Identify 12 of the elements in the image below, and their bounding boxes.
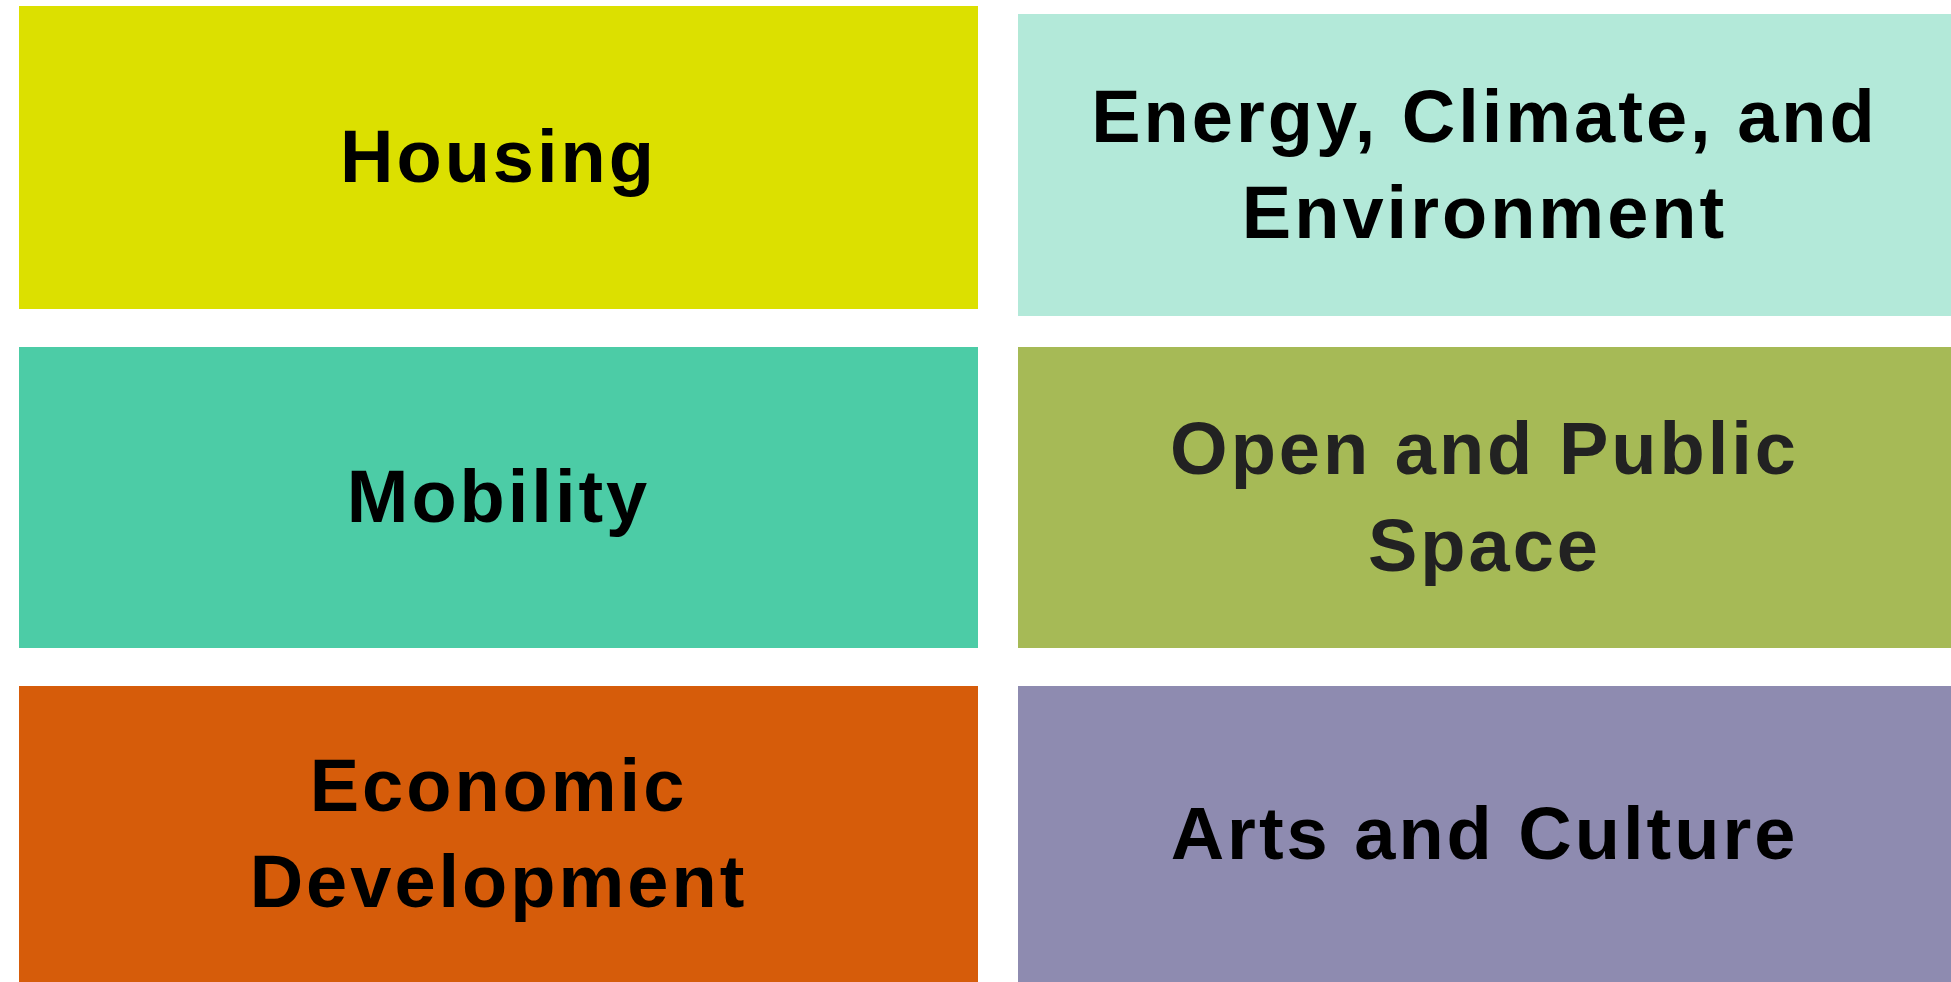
category-box [19,6,978,309]
category-box [1018,347,1951,648]
category-box [1018,14,1951,316]
category-label: Housing [340,114,657,201]
category-label: Open and Public Space [1169,406,1800,589]
category-box [19,686,978,982]
category-label: Energy, Climate, and Environment [1090,73,1879,256]
category-box [19,347,978,648]
category-label: Mobility [346,454,651,541]
category-box [1018,686,1951,982]
category-label: Arts and Culture [1170,790,1799,877]
category-label: Economic Development [248,742,749,925]
